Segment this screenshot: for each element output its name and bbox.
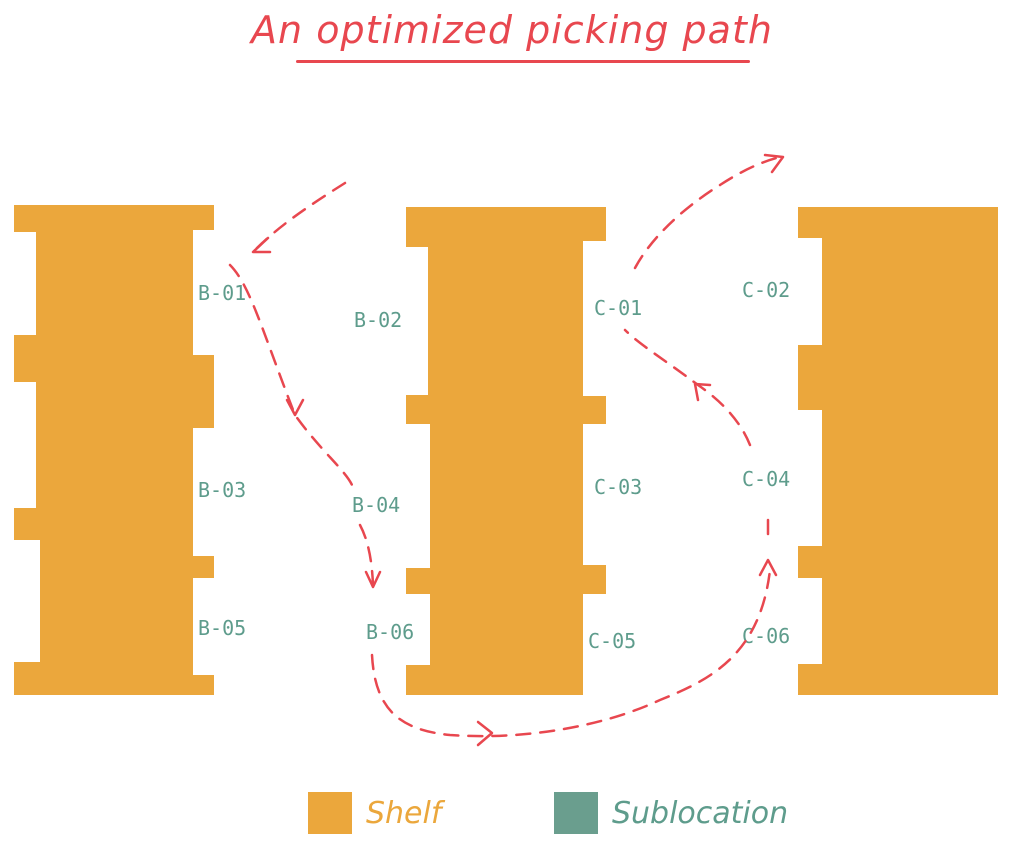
sublocation-b04: B-04 bbox=[352, 493, 400, 517]
sublocation-c05: C-05 bbox=[588, 629, 636, 653]
path-arrows bbox=[251, 153, 785, 747]
sublocation-c02: C-02 bbox=[742, 278, 790, 302]
arrow-down-b04-b06 bbox=[364, 570, 382, 589]
legend-item-sublocation: Sublocation bbox=[554, 792, 788, 834]
sublocation-b05: B-05 bbox=[198, 616, 246, 640]
path-segment-b01-to-b04 bbox=[228, 263, 354, 487]
arrow-exit bbox=[763, 153, 785, 174]
shelf-middle bbox=[406, 207, 606, 695]
legend: Shelf Sublocation bbox=[0, 792, 1024, 842]
sublocation-c01: C-01 bbox=[594, 296, 642, 320]
shelf-right bbox=[798, 207, 998, 695]
legend-label-shelf: Shelf bbox=[366, 795, 442, 831]
path-segment-b06-to-c06 bbox=[370, 568, 772, 738]
sublocation-b02: B-02 bbox=[354, 308, 402, 332]
title-underline bbox=[296, 60, 750, 63]
legend-item-shelf: Shelf bbox=[308, 792, 441, 834]
path-segment-b04-to-b06 bbox=[358, 523, 375, 587]
legend-swatch-shelf bbox=[308, 792, 352, 834]
diagram-title: An optimized picking path bbox=[251, 8, 773, 52]
sublocation-b01: B-01 bbox=[198, 281, 246, 305]
sublocation-b06: B-06 bbox=[366, 620, 414, 644]
legend-label-sublocation: Sublocation bbox=[612, 795, 789, 831]
arrow-down-b01-b04 bbox=[285, 398, 305, 417]
sublocation-c06: C-06 bbox=[742, 624, 790, 648]
sublocation-b03: B-03 bbox=[198, 478, 246, 502]
legend-swatch-sublocation bbox=[554, 792, 598, 834]
arrow-up-c06 bbox=[758, 558, 778, 577]
arrow-bottom-right bbox=[476, 720, 494, 747]
arrow-up-to-c01 bbox=[693, 382, 712, 402]
path-segment-start-to-b01 bbox=[253, 181, 347, 252]
sublocation-c03: C-03 bbox=[594, 475, 642, 499]
shelf-left bbox=[14, 205, 214, 695]
arrow-to-b01 bbox=[251, 236, 272, 254]
sublocation-c04: C-04 bbox=[742, 467, 790, 491]
path-segment-c01-to-exit bbox=[633, 155, 782, 270]
path-segment-c04-to-c01 bbox=[623, 328, 752, 447]
